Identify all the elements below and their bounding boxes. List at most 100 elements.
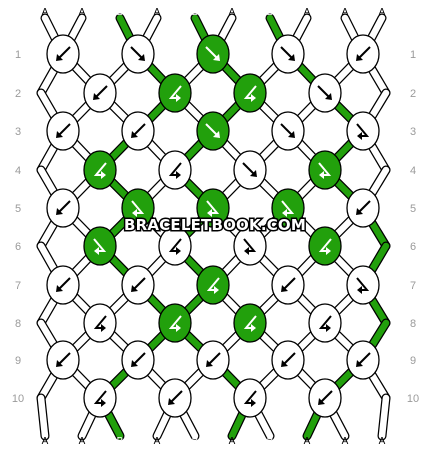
knot-arrowhead bbox=[101, 324, 106, 332]
knot-arrow bbox=[168, 162, 182, 176]
top-strand-label: A bbox=[304, 7, 311, 18]
knot-arrowhead bbox=[288, 54, 295, 61]
knot-arrow bbox=[93, 315, 107, 329]
knot-arrowhead bbox=[213, 54, 220, 61]
row-number-left: 8 bbox=[15, 318, 21, 330]
row-number-right: 8 bbox=[410, 318, 416, 330]
knot-arrowhead bbox=[101, 399, 106, 407]
bottom-strand-label: B bbox=[117, 436, 124, 447]
knot-arrowhead bbox=[319, 171, 324, 179]
bottom-strand-label: A bbox=[229, 436, 236, 447]
knot-arrow bbox=[93, 162, 107, 176]
knot-arrowhead bbox=[94, 247, 99, 255]
bottom-strand-label: B bbox=[267, 436, 274, 447]
bottom-strand-label: A bbox=[304, 436, 311, 447]
knot-arrowhead bbox=[132, 209, 137, 217]
top-strand-label: A bbox=[379, 7, 386, 18]
row-number-right: 2 bbox=[410, 88, 416, 100]
knot-arrowhead bbox=[207, 209, 212, 217]
knot-arrow bbox=[318, 162, 332, 176]
knot-arrowhead bbox=[93, 93, 100, 100]
knot-arrowhead bbox=[131, 285, 138, 292]
knot-arrowhead bbox=[356, 54, 363, 61]
knot-arrowhead bbox=[206, 360, 213, 367]
knot-arrowhead bbox=[138, 54, 145, 61]
knot-arrowhead bbox=[131, 131, 138, 138]
knot-arrowhead bbox=[251, 94, 256, 102]
row-number-left: 4 bbox=[15, 165, 21, 177]
knot-arrow bbox=[168, 238, 182, 252]
bottom-strand-label: A bbox=[42, 436, 49, 447]
knot-arrowhead bbox=[356, 208, 363, 215]
row-number-right: 4 bbox=[410, 165, 416, 177]
row-number-right: 9 bbox=[410, 355, 416, 367]
knot-arrowhead bbox=[288, 131, 295, 138]
knot-arrow bbox=[281, 200, 295, 214]
knot-arrowhead bbox=[176, 94, 181, 102]
knot-arrowhead bbox=[56, 131, 63, 138]
knot-arrowhead bbox=[176, 324, 181, 332]
knot-arrowhead bbox=[56, 360, 63, 367]
knot-arrow bbox=[356, 277, 370, 291]
top-strand-label: B bbox=[267, 7, 274, 18]
row-number-left: 1 bbox=[15, 49, 21, 61]
knot-arrowhead bbox=[56, 54, 63, 61]
knot-arrow bbox=[93, 390, 107, 404]
row-number-right: 1 bbox=[410, 49, 416, 61]
row-number-left: 5 bbox=[15, 203, 21, 215]
row-number-right: 3 bbox=[410, 126, 416, 138]
row-number-left: 9 bbox=[15, 355, 21, 367]
top-strand-label: B bbox=[192, 7, 199, 18]
bottom-strand-label: A bbox=[342, 436, 349, 447]
knot-arrowhead bbox=[250, 170, 257, 177]
row-number-left: 2 bbox=[15, 88, 21, 100]
knot-arrowhead bbox=[56, 208, 63, 215]
knot-arrow bbox=[206, 277, 220, 291]
knot-arrowhead bbox=[244, 247, 249, 255]
knot-arrowhead bbox=[101, 171, 106, 179]
knot-arrowhead bbox=[282, 209, 287, 217]
knot-arrowhead bbox=[281, 360, 288, 367]
top-strand-label: B bbox=[117, 7, 124, 18]
row-number-right: 5 bbox=[410, 203, 416, 215]
bottom-strand-label: A bbox=[79, 436, 86, 447]
bottom-strand-label: A bbox=[379, 436, 386, 447]
watermark: BRACELETBOOK.COM bbox=[124, 216, 306, 234]
knot-arrowhead bbox=[251, 399, 256, 407]
strand-segment bbox=[37, 394, 49, 440]
knot-arrow bbox=[131, 200, 145, 214]
knot-arrowhead bbox=[214, 286, 219, 294]
strand-segment bbox=[378, 394, 390, 440]
knot-arrowhead bbox=[176, 171, 181, 179]
knot-arrowhead bbox=[356, 360, 363, 367]
top-strand-label: A bbox=[342, 7, 349, 18]
knot-arrowhead bbox=[318, 398, 325, 405]
knot-arrow bbox=[243, 315, 257, 329]
knot-arrowhead bbox=[326, 324, 331, 332]
knot-arrow bbox=[318, 315, 332, 329]
top-strand-label: A bbox=[229, 7, 236, 18]
top-strand-label: A bbox=[42, 7, 49, 18]
knot-arrow bbox=[206, 200, 220, 214]
knot-arrowhead bbox=[357, 132, 362, 140]
knot-arrow bbox=[243, 390, 257, 404]
knot-arrow bbox=[93, 238, 107, 252]
row-number-left: 7 bbox=[15, 280, 21, 292]
knot-arrowhead bbox=[251, 324, 256, 332]
top-strand-label: A bbox=[79, 7, 86, 18]
bottom-strand-label: A bbox=[154, 436, 161, 447]
row-number-left: 10 bbox=[12, 393, 24, 405]
knot-arrow bbox=[318, 238, 332, 252]
top-strand-label: A bbox=[154, 7, 161, 18]
knot-arrowhead bbox=[56, 285, 63, 292]
knot-arrowhead bbox=[326, 247, 331, 255]
row-number-left: 3 bbox=[15, 126, 21, 138]
knot-arrowhead bbox=[131, 360, 138, 367]
row-number-right: 10 bbox=[407, 393, 419, 405]
knot-arrow bbox=[356, 123, 370, 137]
row-number-left: 6 bbox=[15, 241, 21, 253]
knot-layer bbox=[46, 34, 380, 418]
knot-arrow bbox=[168, 315, 182, 329]
